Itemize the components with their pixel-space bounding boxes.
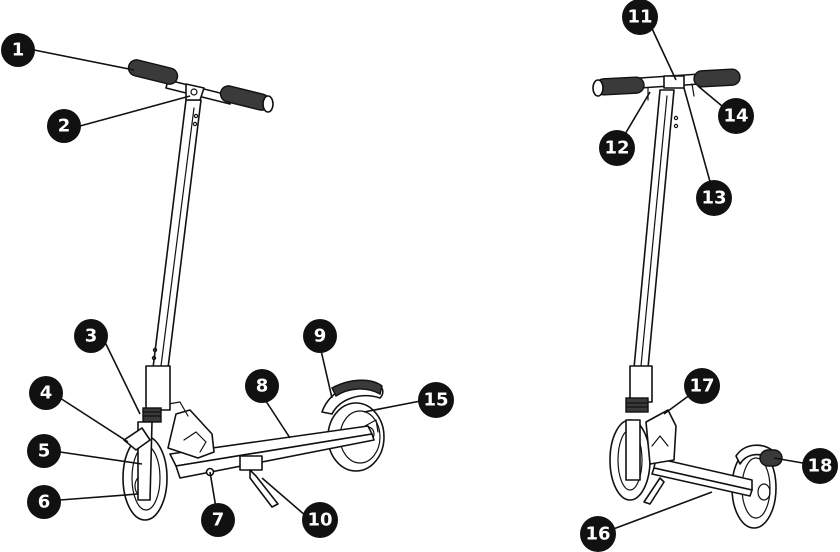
callout-11: 11 — [622, 0, 658, 35]
callout-18: 18 — [802, 448, 838, 484]
callout-8: 8 — [245, 369, 279, 403]
scooter-side-view — [122, 59, 385, 521]
callout-5: 5 — [27, 434, 61, 468]
taillight — [759, 449, 783, 467]
callout-2: 2 — [47, 109, 81, 143]
scooter-rear-view — [592, 68, 783, 529]
svg-text:3: 3 — [85, 326, 98, 347]
callout-3: 3 — [74, 319, 108, 353]
callout-13: 13 — [696, 180, 732, 216]
callout-12: 12 — [599, 130, 635, 166]
svg-text:7: 7 — [212, 510, 225, 531]
callout-15: 15 — [418, 382, 454, 418]
leader-lines — [33, 19, 821, 535]
svg-text:10: 10 — [307, 510, 332, 531]
deck — [169, 419, 379, 479]
svg-text:16: 16 — [585, 524, 610, 545]
kickstand — [239, 455, 279, 508]
callout-16: 16 — [580, 516, 616, 552]
svg-text:17: 17 — [689, 376, 714, 397]
callout-4: 4 — [29, 376, 63, 410]
svg-text:11: 11 — [627, 7, 652, 28]
callout-10: 10 — [302, 502, 338, 538]
callout-1: 1 — [1, 33, 35, 67]
svg-text:2: 2 — [58, 116, 71, 137]
svg-text:1: 1 — [12, 40, 25, 61]
svg-text:14: 14 — [723, 106, 748, 127]
svg-text:18: 18 — [807, 456, 832, 477]
svg-text:15: 15 — [423, 390, 448, 411]
headlight — [123, 427, 151, 451]
svg-text:13: 13 — [701, 188, 726, 209]
stem — [142, 99, 202, 423]
callout-7: 7 — [201, 503, 235, 537]
callout-17: 17 — [684, 368, 720, 404]
svg-text:4: 4 — [40, 383, 53, 404]
svg-text:6: 6 — [38, 492, 51, 513]
svg-text:12: 12 — [604, 138, 629, 159]
handlebar — [127, 59, 274, 113]
svg-text:9: 9 — [314, 326, 327, 347]
svg-text:5: 5 — [38, 441, 51, 462]
callout-6: 6 — [27, 485, 61, 519]
callout-9: 9 — [303, 319, 337, 353]
folding-mechanism — [167, 409, 215, 459]
callout-14: 14 — [718, 98, 754, 134]
svg-text:8: 8 — [256, 376, 269, 397]
